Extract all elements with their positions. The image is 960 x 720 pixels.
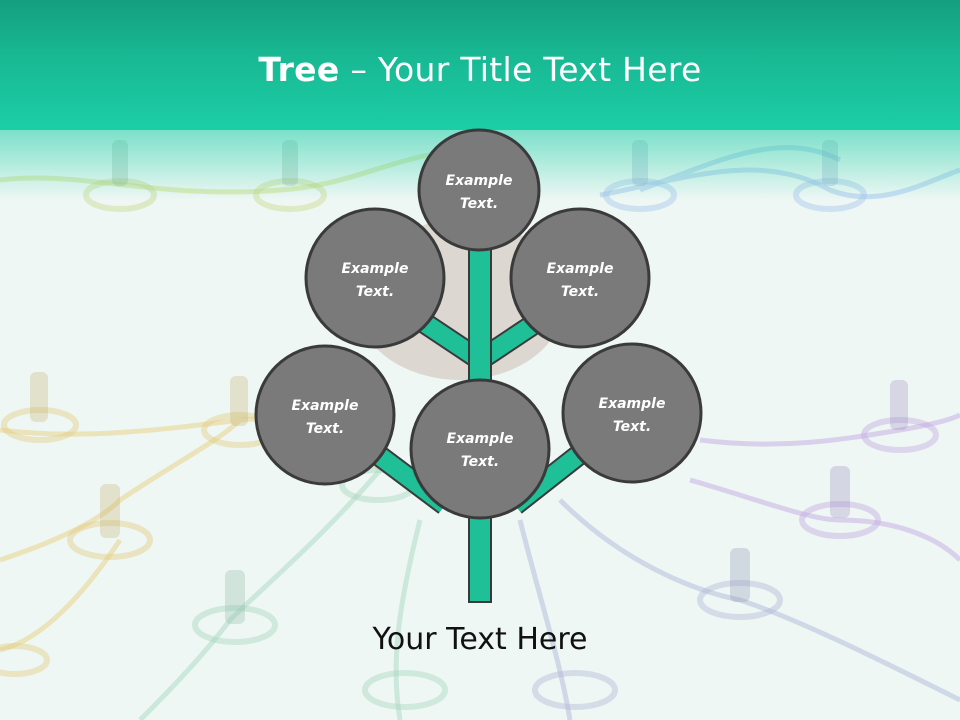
title-band <box>0 0 960 130</box>
node-lower-left-line1: Example <box>292 398 359 414</box>
title-text: Your Title Text Here <box>377 50 702 89</box>
node-top-line2: Text. <box>460 196 498 212</box>
slide-title: Tree – Your Title Text Here <box>0 50 960 89</box>
title-separator: – <box>339 50 378 89</box>
node-center-line2: Text. <box>461 454 499 470</box>
node-top-line1: Example <box>446 173 513 189</box>
tree-node-lower-right: Example Text. <box>561 342 703 484</box>
tree-node-upper-right: Example Text. <box>509 207 651 349</box>
node-lower-right-line1: Example <box>599 396 666 412</box>
tree-node-upper-left: Example Text. <box>304 207 446 349</box>
node-center-line1: Example <box>447 431 514 447</box>
node-upper-left-line2: Text. <box>356 284 394 300</box>
tree-node-center: Example Text. <box>409 378 551 520</box>
node-lower-right-line2: Text. <box>613 419 651 435</box>
title-emphasis: Tree <box>258 50 340 89</box>
tree-node-lower-left: Example Text. <box>254 344 396 486</box>
tree-node-top: Example Text. <box>417 128 541 252</box>
node-upper-left-line1: Example <box>342 261 409 277</box>
caption-text: Your Text Here <box>372 622 588 657</box>
node-upper-right-line1: Example <box>547 261 614 277</box>
node-lower-left-line2: Text. <box>306 421 344 437</box>
node-upper-right-line2: Text. <box>561 284 599 300</box>
